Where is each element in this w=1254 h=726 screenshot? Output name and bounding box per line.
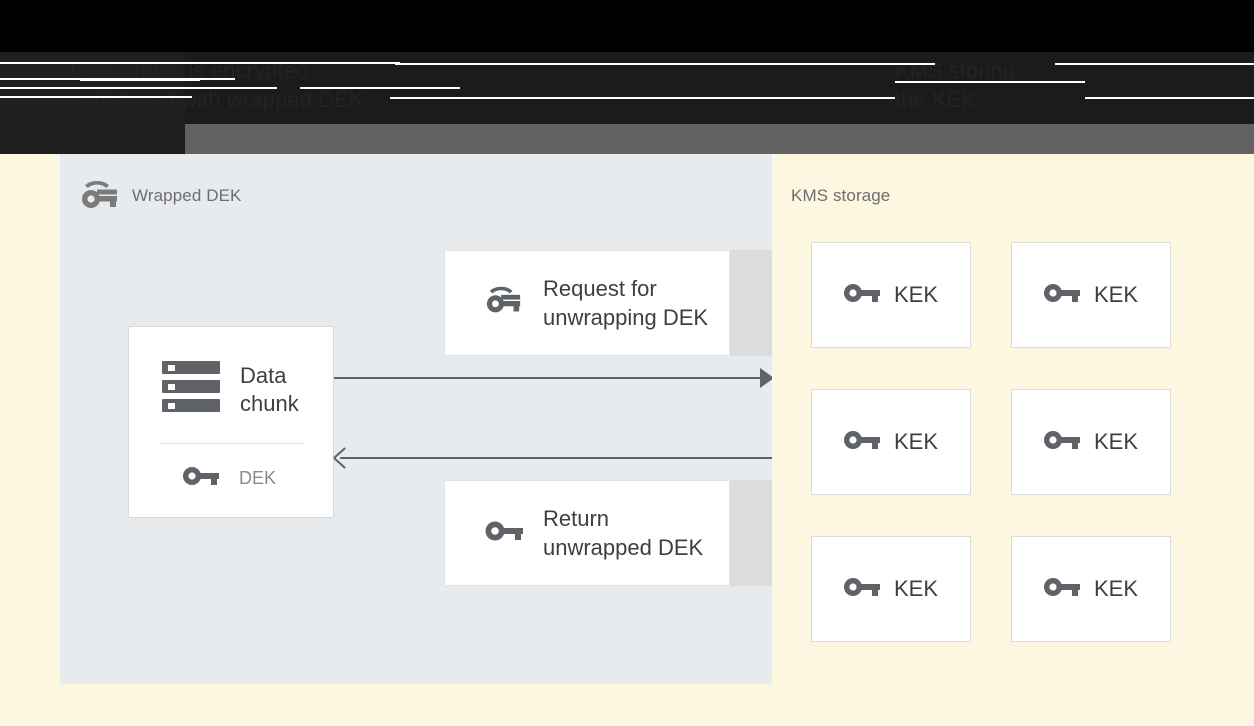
render-artifact-line bbox=[1055, 63, 1254, 65]
data-chunk-row: Data chunk bbox=[162, 359, 299, 420]
render-artifact-line bbox=[300, 87, 460, 89]
kek-card[interactable]: KEK bbox=[811, 389, 971, 495]
card-divider bbox=[160, 443, 304, 444]
request-unwrap-card[interactable]: Request for unwrapping DEK bbox=[444, 250, 730, 356]
render-artifact-line bbox=[80, 79, 200, 81]
kek-label: KEK bbox=[893, 576, 939, 601]
kek-label: KEK bbox=[1093, 429, 1139, 454]
key-icon bbox=[485, 519, 523, 548]
request-unwrap-label: Request for unwrapping DEK bbox=[543, 276, 709, 330]
kek-label: KEK bbox=[893, 429, 939, 454]
diagram-canvas: Wrapped DEK Data chunk bbox=[0, 154, 1254, 726]
render-artifact-line bbox=[390, 97, 895, 99]
key-icon bbox=[1043, 576, 1080, 603]
data-chunk-label: Data chunk bbox=[240, 362, 299, 416]
render-artifact-line bbox=[395, 63, 935, 65]
return-unwrapped-label: Return unwrapped DEK bbox=[543, 506, 704, 560]
request-card-clip-block bbox=[730, 250, 772, 356]
key-icon bbox=[843, 282, 880, 309]
key-icon bbox=[183, 465, 219, 492]
kek-grid: KEK KEK KEK bbox=[811, 242, 1171, 642]
key-icon bbox=[1043, 429, 1080, 456]
kek-card[interactable]: KEK bbox=[811, 242, 971, 348]
kek-card[interactable]: KEK bbox=[1011, 389, 1171, 495]
render-artifact-line bbox=[0, 87, 277, 89]
return-arrow-line bbox=[340, 457, 772, 459]
kek-label: KEK bbox=[1093, 576, 1139, 601]
return-card-clip-block bbox=[730, 480, 772, 586]
wrapped-key-icon bbox=[485, 285, 523, 322]
header-gray-left-block bbox=[0, 124, 185, 154]
kek-card[interactable]: KEK bbox=[1011, 536, 1171, 642]
key-icon bbox=[1043, 282, 1080, 309]
header-gray-band bbox=[0, 124, 1254, 154]
dek-row: DEK bbox=[183, 465, 276, 492]
kms-storage-title: KMS storage bbox=[791, 186, 891, 205]
header-title-right: KMS storing the KEK bbox=[895, 58, 1015, 112]
wrapped-key-icon bbox=[80, 180, 120, 212]
request-arrow-line bbox=[334, 377, 772, 379]
wrapped-dek-panel: Wrapped DEK Data chunk bbox=[60, 154, 772, 684]
render-artifact-line bbox=[0, 96, 192, 98]
key-icon bbox=[843, 429, 880, 456]
key-icon bbox=[843, 576, 880, 603]
render-artifact-line bbox=[1085, 97, 1254, 99]
render-artifact-line bbox=[0, 62, 400, 64]
kek-card[interactable]: KEK bbox=[1011, 242, 1171, 348]
render-artifact-line bbox=[895, 81, 1085, 83]
return-arrow-head bbox=[334, 448, 348, 468]
dek-label: DEK bbox=[239, 468, 277, 488]
kek-card[interactable]: KEK bbox=[811, 536, 971, 642]
kek-label: KEK bbox=[1093, 282, 1139, 307]
return-unwrapped-card[interactable]: Return unwrapped DEK bbox=[444, 480, 730, 586]
top-black-band bbox=[0, 0, 1254, 52]
wrapped-dek-panel-title: Wrapped DEK bbox=[132, 186, 242, 205]
data-chunk-card[interactable]: Data chunk DEK bbox=[128, 326, 334, 518]
kek-label: KEK bbox=[893, 282, 939, 307]
request-arrow-head bbox=[760, 368, 772, 388]
server-stack-icon bbox=[162, 359, 220, 420]
